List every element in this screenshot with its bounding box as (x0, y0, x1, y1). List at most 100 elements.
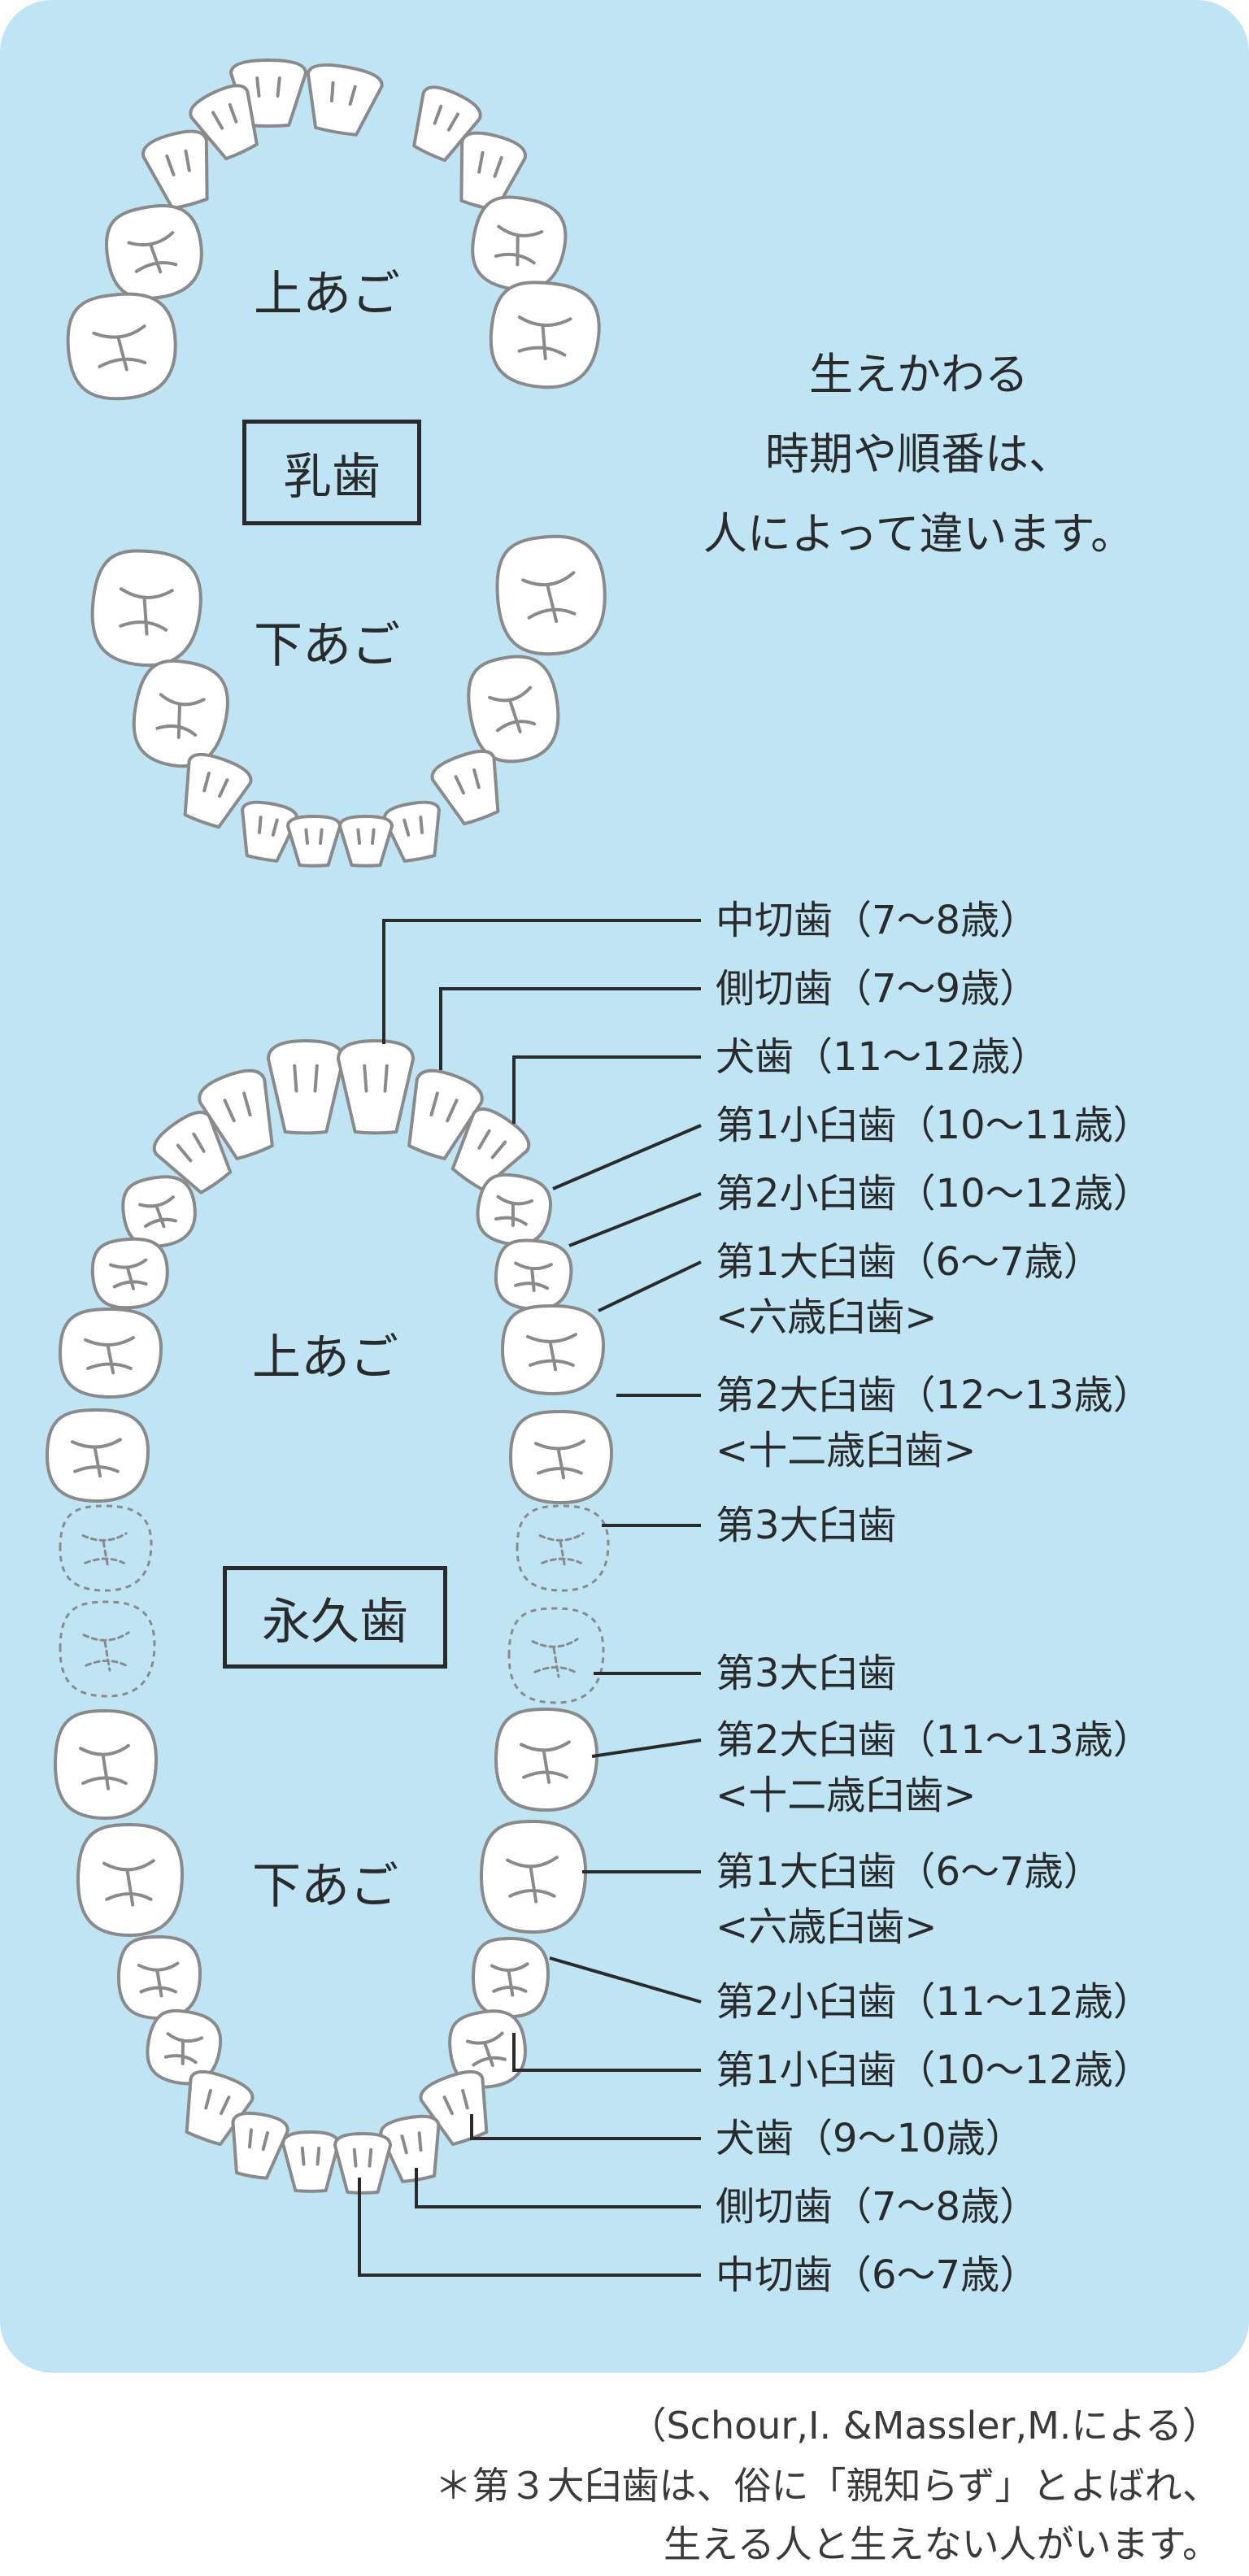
permanent-lower-tooth-13 (231, 2111, 289, 2180)
leader-upper-second-premolar (568, 1192, 702, 1247)
permanent-upper-tooth-15 (59, 1504, 153, 1592)
upper-second-premolar-label: 第2小臼歯（10〜12歳） (716, 1169, 1152, 1218)
upper-first-premolar-age: （10〜11歳） (896, 1103, 1152, 1148)
deciduous-upper-tooth-10 (489, 281, 601, 389)
deciduous-lower-tooth-9 (286, 815, 342, 868)
deciduous-lower-tooth-7 (241, 800, 299, 863)
permanent-upper-jaw-label: 上あご (252, 1329, 398, 1386)
eruption-note-line-3: 人によって違います。 (703, 508, 1135, 559)
upper-central-incisor-name: 中切歯 (716, 898, 833, 943)
lower-second-molar-alias: <十二歳臼歯> (716, 1773, 977, 1818)
permanent-lower-tooth-8 (472, 1937, 550, 2018)
permanent-lower-tooth-1 (59, 1600, 156, 1698)
lower-first-premolar-name: 第1小臼歯 (716, 2047, 897, 2093)
upper-first-molar-label: 第1大臼歯（6〜7歳） (716, 1238, 1103, 1286)
upper-first-molar-name: 第1大臼歯 (716, 1239, 897, 1285)
lower-canine-name: 犬歯 (716, 2116, 794, 2161)
lower-second-premolar-label: 第2小臼歯（11〜12歳） (716, 1978, 1152, 2026)
deciduous-lower-tooth-8 (382, 800, 441, 863)
deciduous-lower-tooth-5 (183, 752, 253, 829)
permanent-upper-tooth-14 (509, 1410, 613, 1504)
permanent-lower-tooth-9 (146, 2008, 223, 2086)
lower-third-molar-label: 第3大臼歯 (716, 1651, 897, 1696)
lower-second-molar-label: 第2大臼歯（11〜13歳） (716, 1716, 1152, 1764)
upper-canine-age: （11〜12歳） (794, 1034, 1050, 1080)
lower-central-incisor-age: （6〜7歳） (833, 2252, 1039, 2298)
lower-first-molar-alias: <六歳臼歯> (716, 1904, 938, 1950)
permanent-upper-tooth-2 (337, 1039, 415, 1135)
upper-central-incisor-age: （7〜8歳） (833, 898, 1039, 943)
upper-canine-name: 犬歯 (716, 1034, 794, 1080)
upper-second-molar-name: 第2大臼歯 (716, 1373, 897, 1418)
lower-first-molar-name: 第1大臼歯 (716, 1849, 897, 1895)
permanent-upper-tooth-1 (267, 1039, 345, 1135)
deciduous-title: 乳歯 (242, 420, 421, 525)
lower-first-molar-age: （6〜7歳） (896, 1849, 1103, 1895)
deciduous-upper-jaw-label: 上あご (254, 266, 400, 323)
lower-central-incisor-label: 中切歯（6〜7歳） (716, 2251, 1038, 2300)
lower-lateral-incisor-label: 側切歯（7〜8歳） (716, 2182, 1038, 2231)
deciduous-upper-tooth-2 (306, 63, 384, 137)
permanent-lower-tooth-3 (54, 1709, 158, 1820)
leader-lower-central-incisor (358, 2178, 701, 2277)
leader-upper-lateral-incisor (439, 987, 701, 1070)
footnote-line-1: ＊第３大臼歯は、俗に「親知らず」とよばれ、 (434, 2464, 1220, 2508)
permanent-upper-tooth-6 (450, 1107, 531, 1191)
deciduous-lower-tooth-4 (467, 655, 560, 764)
lower-second-premolar-age: （11〜12歳） (896, 1979, 1152, 2025)
leader-upper-canine (512, 1055, 701, 1124)
permanent-upper-tooth-3 (198, 1068, 274, 1160)
eruption-note-line-1: 生えかわる (809, 349, 1029, 400)
upper-first-premolar-name: 第1小臼歯 (716, 1103, 897, 1148)
upper-second-premolar-age: （10〜12歳） (896, 1171, 1152, 1216)
source-credit: （Schour,I. &Massler,M.による） (629, 2404, 1220, 2448)
lower-second-molar-age: （11〜13歳） (896, 1717, 1152, 1763)
deciduous-upper-tooth-7 (105, 203, 203, 300)
permanent-title: 永久歯 (223, 1566, 447, 1669)
deciduous-lower-tooth-10 (338, 815, 394, 868)
lower-central-incisor-name: 中切歯 (716, 2252, 833, 2298)
leader-lower-first-premolar (512, 2033, 701, 2072)
permanent-upper-tooth-16 (516, 1504, 610, 1592)
deciduous-upper-tooth-9 (66, 292, 177, 401)
permanent-lower-tooth-6 (480, 1820, 587, 1934)
permanent-lower-tooth-11 (185, 2069, 255, 2147)
permanent-upper-tooth-9 (90, 1237, 169, 1310)
leader-upper-first-molar (598, 1260, 702, 1312)
teeth-diagram (46, 59, 702, 2277)
upper-second-molar-alias: <十二歳臼歯> (716, 1428, 977, 1473)
deciduous-lower-tooth-6 (430, 749, 500, 826)
permanent-lower-tooth-2 (507, 1607, 605, 1704)
deciduous-upper-tooth-6 (459, 131, 527, 212)
lower-lateral-incisor-name: 側切歯 (716, 2184, 833, 2230)
deciduous-lower-jaw-label: 下あご (254, 617, 400, 674)
deciduous-upper-tooth-3 (189, 84, 259, 161)
upper-second-molar-label: 第2大臼歯（12〜13歳） (716, 1371, 1152, 1420)
deciduous-lower-tooth-2 (495, 534, 607, 656)
leader-upper-first-premolar (552, 1124, 702, 1190)
lower-first-premolar-label: 第1小臼歯（10〜12歳） (716, 2046, 1152, 2095)
upper-central-incisor-label: 中切歯（7〜8歳） (716, 896, 1038, 945)
deciduous-upper-tooth-5 (141, 129, 209, 211)
permanent-upper-tooth-12 (501, 1304, 605, 1395)
permanent-lower-tooth-5 (76, 1823, 184, 1937)
permanent-upper-tooth-8 (476, 1173, 552, 1247)
upper-lateral-incisor-label: 側切歯（7〜9歳） (716, 964, 1038, 1013)
lower-second-premolar-name: 第2小臼歯 (716, 1979, 897, 2025)
permanent-lower-tooth-7 (117, 1935, 202, 2020)
upper-first-molar-age: （6〜7歳） (896, 1239, 1103, 1285)
permanent-lower-tooth-16 (333, 2132, 392, 2195)
permanent-lower-tooth-15 (281, 2130, 340, 2193)
eruption-note-line-2: 時期や順番は、 (765, 429, 1073, 480)
deciduous-lower-tooth-1 (90, 549, 202, 668)
deciduous-upper-tooth-4 (412, 85, 482, 163)
permanent-upper-tooth-5 (152, 1110, 233, 1194)
leader-lower-second-premolar (549, 1956, 702, 2004)
permanent-lower-jaw-label: 下あご (252, 1858, 398, 1915)
upper-first-premolar-label: 第1小臼歯（10〜11歳） (716, 1101, 1152, 1150)
footnote-line-2: 生える人と生えない人がいます。 (663, 2522, 1220, 2566)
permanent-lower-tooth-4 (494, 1708, 598, 1812)
deciduous-upper-tooth-8 (471, 195, 568, 292)
permanent-upper-tooth-13 (46, 1408, 150, 1503)
permanent-upper-tooth-10 (494, 1238, 573, 1312)
